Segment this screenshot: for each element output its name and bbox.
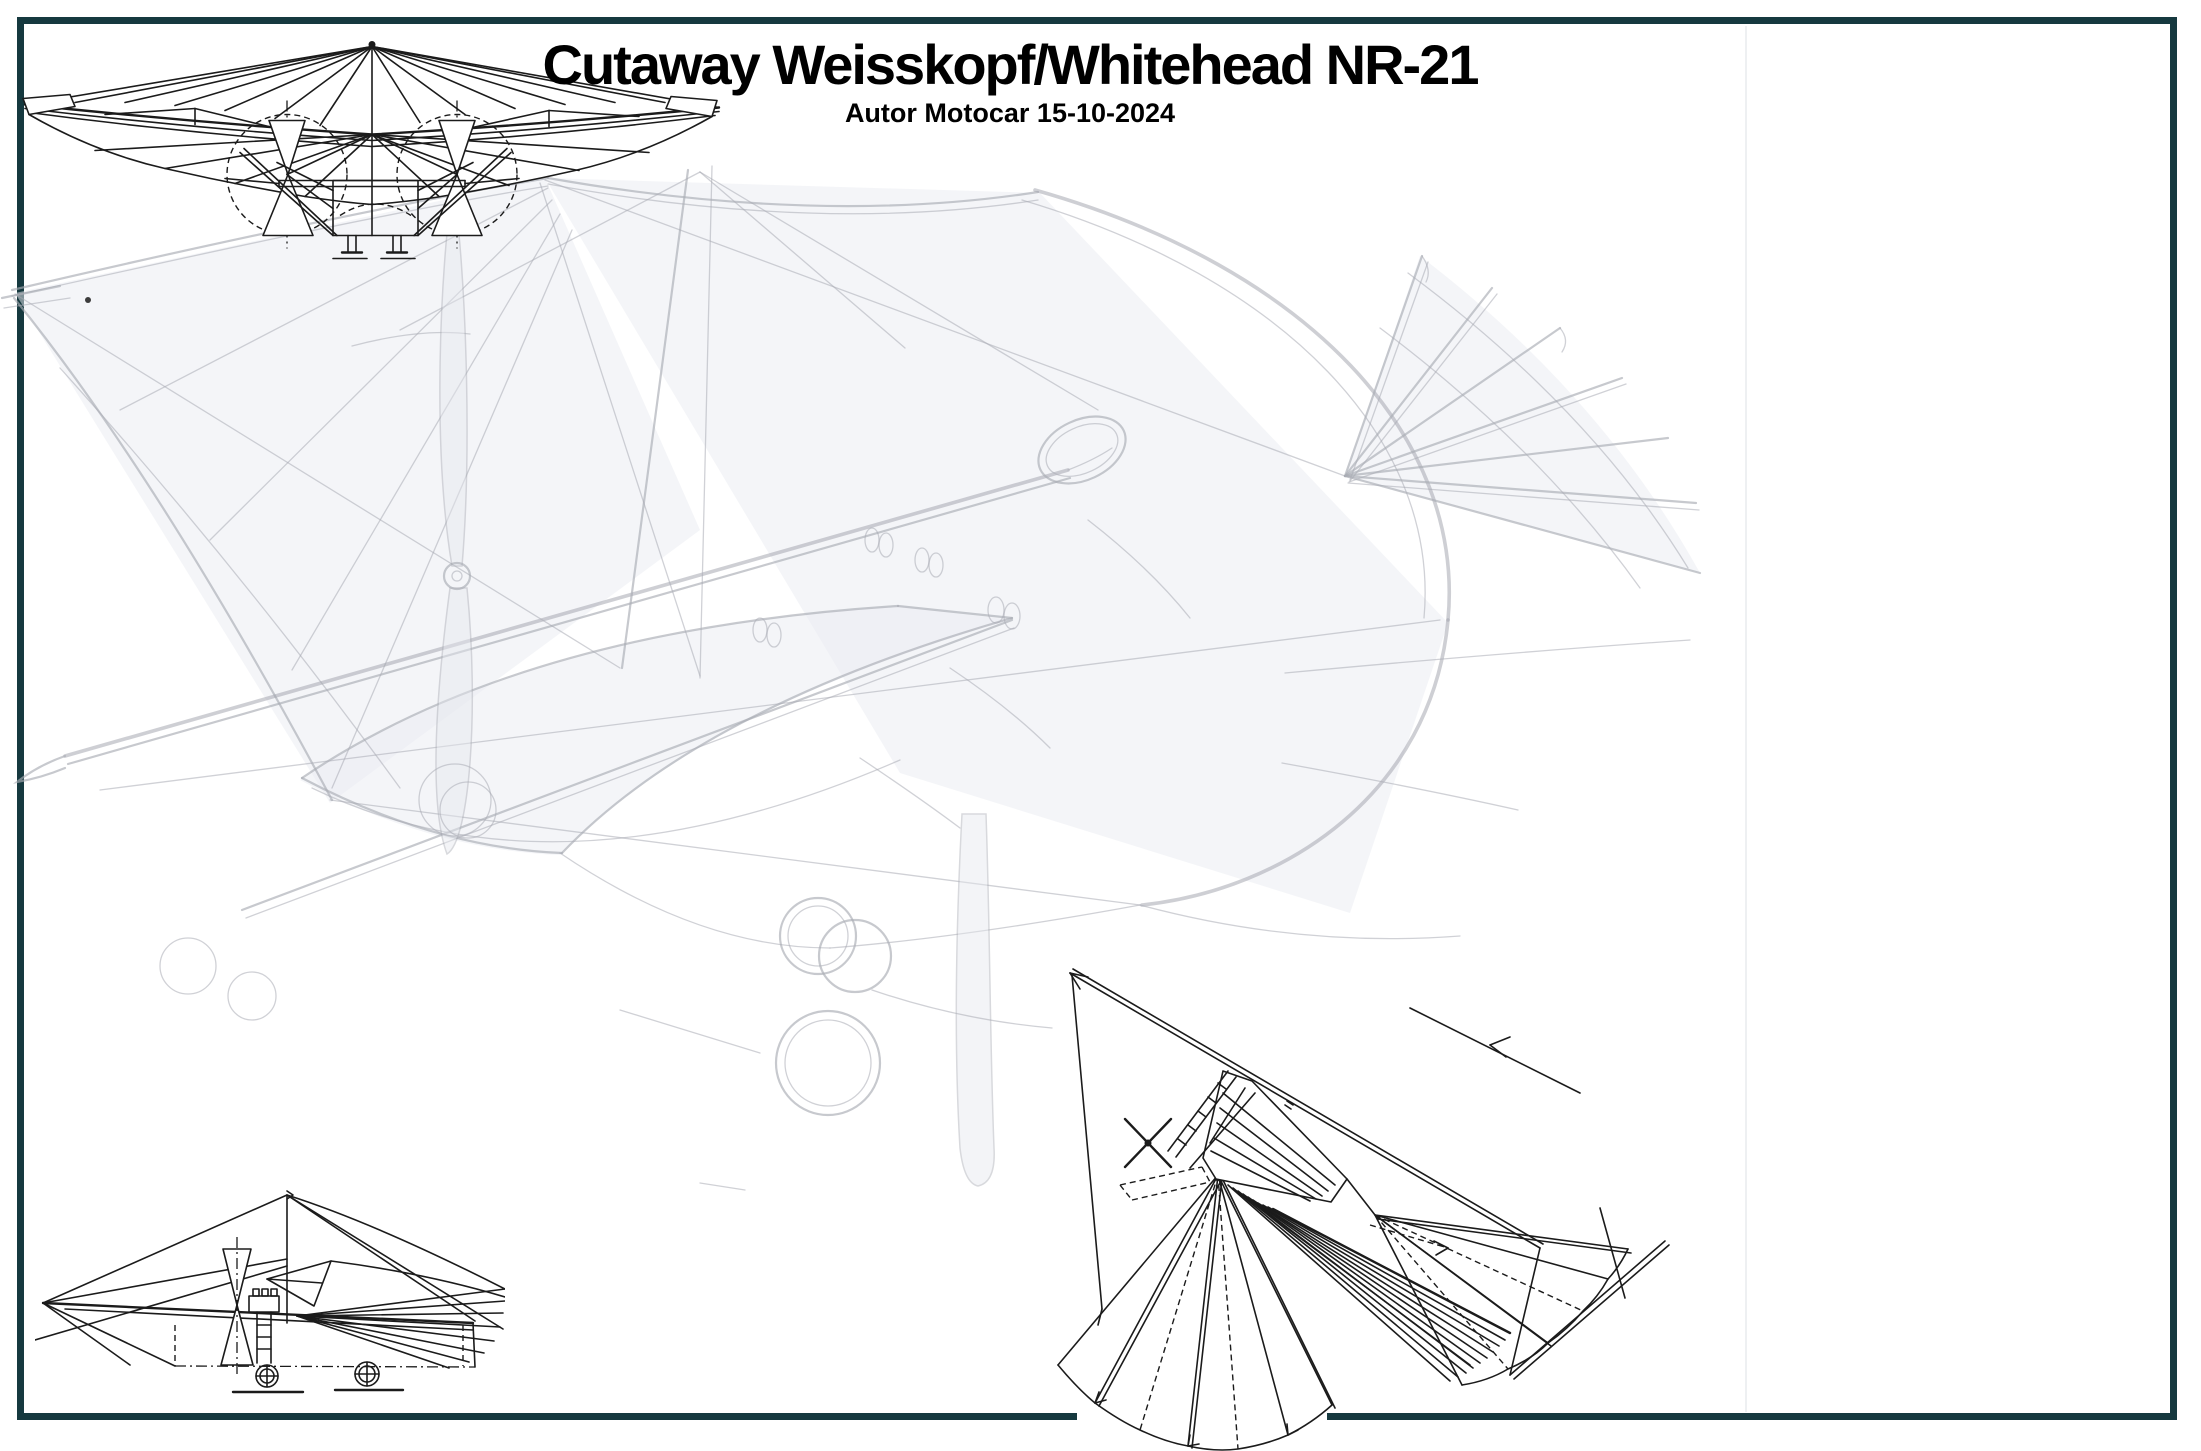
frame-border-right — [2170, 17, 2177, 1420]
paper-fold-line — [1745, 26, 1747, 1412]
side-view-sail-vane — [266, 1260, 332, 1307]
page-title: Cutaway Weisskopf/Whitehead NR-21 — [542, 33, 1480, 96]
side-view-mast-rigging — [35, 1190, 504, 1366]
foldwing-rib-bundle — [1227, 1184, 1512, 1382]
tail-rib-fan-sketch — [619, 254, 1702, 1054]
front-view-rigging — [24, 45, 720, 127]
frame-border-top — [17, 17, 2177, 24]
frame-border-bottom-right — [1327, 1413, 2177, 1420]
side-view-folded-ribs — [286, 1194, 505, 1369]
front-view-landing-gear — [332, 234, 416, 260]
page-subtitle: Autor Motocar 15-10-2024 — [844, 97, 1176, 128]
fuselage-booms — [13, 447, 1113, 919]
frame-border-left — [17, 17, 24, 1420]
side-view-propeller — [220, 1237, 254, 1375]
foldwing-mast-spar — [1069, 968, 1581, 1376]
folded-wing-ink-drawing — [1057, 968, 1670, 1451]
frame-border-bottom-left — [17, 1413, 1077, 1420]
foldwing-pod — [1202, 1070, 1348, 1203]
foldwing-propeller — [1119, 1117, 1211, 1201]
pencil-perspective-sketch — [0, 165, 1702, 1191]
front-view-gondola — [224, 41, 520, 237]
hull-strokes — [300, 604, 1141, 949]
title-block: Cutaway Weisskopf/Whitehead NR-21 Autor … — [540, 33, 1480, 128]
hanging-rudder-blade — [699, 813, 995, 1191]
side-view-ink-drawing — [35, 1190, 505, 1394]
wing-membranes — [15, 178, 1700, 913]
propeller-sketch — [435, 183, 474, 856]
front-view-propellers — [226, 100, 518, 249]
side-view-engine — [248, 1288, 280, 1364]
front-view-ink-drawing — [22, 41, 721, 260]
kingpost-and-rigging — [14, 165, 1441, 906]
right-wing-strokes — [546, 176, 1451, 907]
foldwing-left-fan — [1057, 1174, 1336, 1451]
foldwing-engine-ladder — [1167, 1070, 1256, 1169]
boom-cylinders — [752, 415, 1127, 648]
wheel-circles — [159, 763, 893, 1117]
side-view-wheels — [231, 1361, 405, 1394]
side-view-hull — [41, 1301, 476, 1368]
foldwing-right-fan — [1346, 1178, 1670, 1386]
